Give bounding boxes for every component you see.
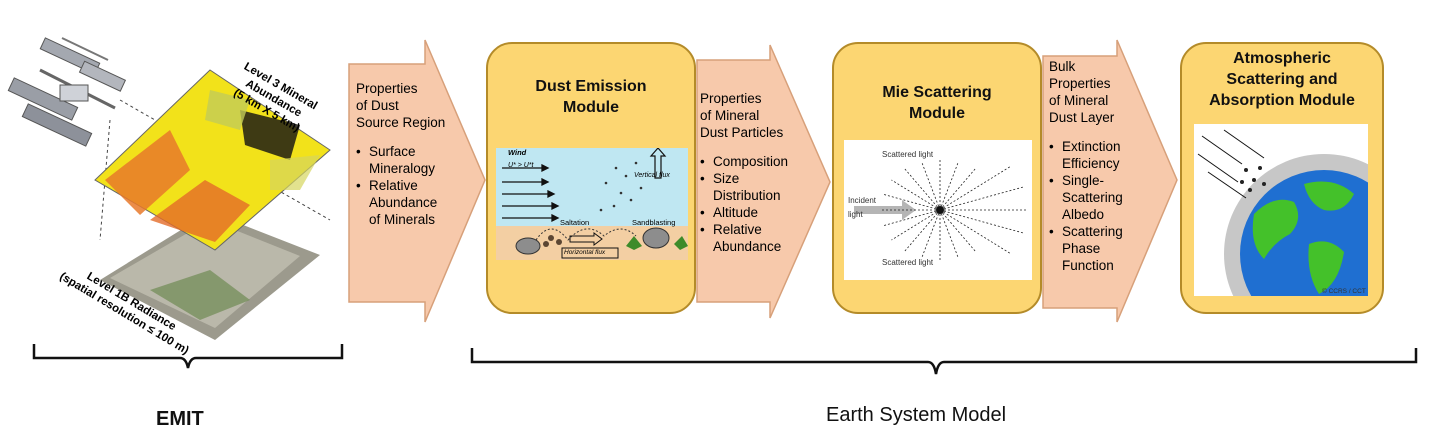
scattered-ray [939, 209, 959, 259]
atmospheric-module: Atmospheric Scattering and Absorption Mo… [1180, 42, 1384, 314]
scattered-ray [939, 161, 959, 211]
emit-illustration [7, 37, 331, 340]
arrow-3-header: Bulk Properties of Mineral Dust Layer [1049, 59, 1115, 125]
scattered-ray [939, 186, 1024, 211]
incident-light-label: Incident light [848, 196, 877, 219]
bullet-item: Single- Scattering Albedo [1049, 172, 1149, 223]
horizontal-flux-label: Horizontal flux [564, 249, 606, 256]
bullet-item: Composition [700, 153, 810, 170]
wind-label: Wind [508, 148, 527, 157]
bullet-item: Relative Abundance of Minerals [356, 177, 466, 228]
dust-emission-figure [496, 148, 688, 260]
arrow-1-text: Properties of Dust Source Region Surface… [356, 80, 466, 228]
saltation-label: Saltation [560, 218, 590, 227]
scattered-ray [891, 179, 941, 211]
satellite-icon [7, 37, 127, 147]
scattered-ray [891, 209, 941, 241]
sandblasting-label: Sandblasting [632, 218, 676, 227]
scattered-ray [939, 168, 976, 211]
ustar-label: U* > U*t [508, 162, 534, 169]
mie-scattering-figure [844, 140, 1032, 280]
earth-system-bracket [470, 348, 1418, 375]
bullet-item: Altitude [700, 204, 810, 221]
scattered-ray [939, 209, 1024, 234]
mie-scattering-title: Mie Scattering Module [882, 84, 992, 122]
atmospheric-title: Atmospheric Scattering and Absorption Mo… [1209, 50, 1355, 109]
dust-emission-module: Dust Emission Module Wind U* > U*t Verti… [486, 42, 696, 314]
scattered-ray [882, 209, 941, 227]
scattered-ray [939, 209, 976, 252]
bullet-item: Relative Abundance [700, 221, 810, 255]
scattered-ray [939, 209, 1012, 255]
arrow-3-text: Bulk Properties of Mineral Dust Layer Ex… [1049, 58, 1149, 274]
arrow-3-bullets: Extinction Efficiency Single- Scattering… [1049, 138, 1149, 274]
scattered-ray [921, 161, 941, 211]
emit-label: EMIT [156, 408, 204, 430]
earth-system-label: Earth System Model [826, 404, 1007, 426]
scattered-ray [939, 165, 1012, 211]
scattered-ray [882, 193, 941, 211]
bullet-item: Extinction Efficiency [1049, 138, 1149, 172]
bullet-item: Scattering Phase Function [1049, 223, 1149, 274]
arrow-2-bullets: Composition Size Distribution Altitude R… [700, 153, 810, 255]
scattered-light-top-label: Scattered light [882, 150, 934, 159]
vertical-flux-label: Vertical flux [634, 172, 670, 179]
scattered-light-bottom-label: Scattered light [882, 258, 934, 267]
scattered-ray [904, 168, 941, 211]
scattered-ray [904, 209, 941, 252]
bullet-item: Surface Mineralogy [356, 143, 466, 177]
arrow-2-header: Properties of Mineral Dust Particles [700, 91, 784, 140]
scattered-ray [921, 209, 941, 259]
dust-emission-title: Dust Emission Module [535, 78, 647, 116]
copyright-label: © CCRS / CCT [1322, 288, 1366, 295]
emit-bracket [32, 344, 344, 369]
mie-scattering-module: Mie Scattering Module Scattered light Sc… [832, 42, 1042, 314]
bullet-item: Size Distribution [700, 170, 810, 204]
earth-atmosphere-figure [1194, 124, 1368, 296]
arrow-1-header: Properties of Dust Source Region [356, 81, 446, 130]
arrow-1-bullets: Surface Mineralogy Relative Abundance of… [356, 143, 466, 228]
arrow-2-text: Properties of Mineral Dust Particles Com… [700, 90, 810, 255]
